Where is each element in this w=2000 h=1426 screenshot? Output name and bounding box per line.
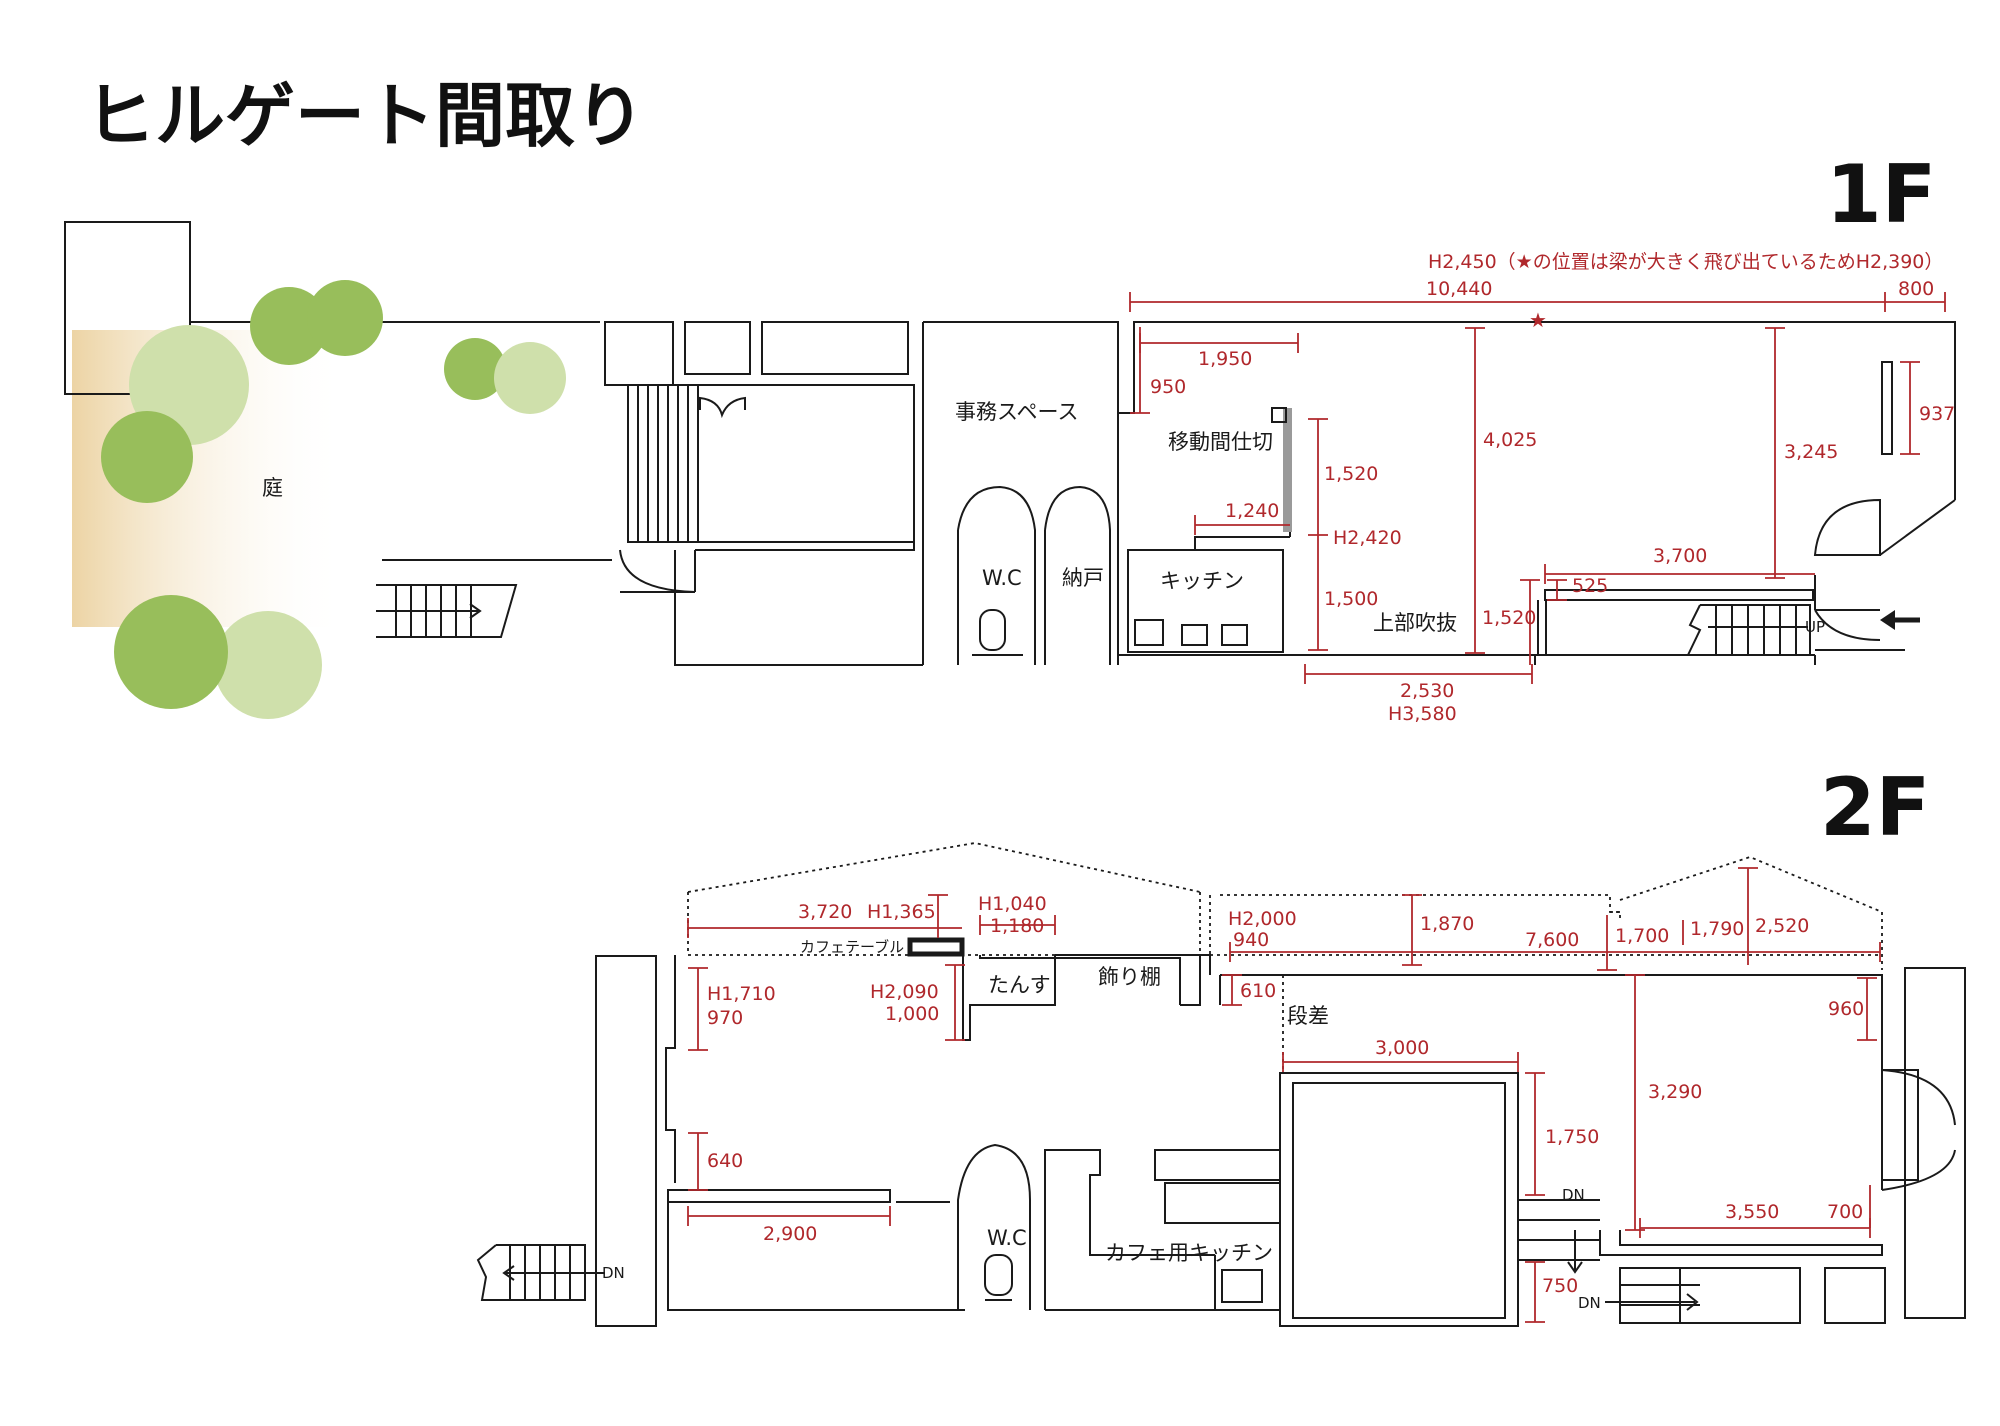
kitchen-label-1f: キッチン (1160, 569, 1244, 593)
dim-h1710: H1,710 (707, 983, 776, 1005)
dim-610: 610 (1240, 980, 1276, 1002)
up-label: UP (1805, 618, 1825, 636)
dim-1700: 1,700 (1615, 925, 1669, 947)
dim-h3580: H3,580 (1388, 703, 1457, 725)
dim-3720: 3,720 (798, 901, 852, 923)
dn-label-left: DN (602, 1264, 625, 1282)
dim-1520a: 1,520 (1324, 463, 1378, 485)
dim-1870: 1,870 (1420, 913, 1474, 935)
office-label: 事務スペース (955, 400, 1078, 424)
dim-1500: 1,500 (1324, 588, 1378, 610)
tree (250, 287, 328, 365)
tree (214, 611, 322, 719)
dim-525: 525 (1572, 575, 1608, 597)
shelf-label: 飾り棚 (1098, 965, 1161, 989)
cafe-kitchen-label: カフェ用キッチン (1105, 1241, 1273, 1265)
tree (114, 595, 228, 709)
second-floor-walls (476, 842, 1966, 1327)
dn-label-mid: DN (1562, 1186, 1585, 1204)
tree (101, 411, 193, 503)
dim-1750: 1,750 (1545, 1126, 1599, 1148)
dim-1180: 1,180 (990, 915, 1044, 937)
first-floor-dimensions: H2,450（★の位置は梁が大きく飛び出ているためH2,390） ★ 10,44… (1129, 251, 1955, 725)
first-floor-walls (604, 321, 1956, 666)
wc-label-1f: W.C (982, 566, 1022, 590)
dim-1790: 1,790 (1690, 918, 1744, 940)
dim-940: 940 (1233, 929, 1269, 951)
tree (307, 280, 383, 356)
dim-2530: 2,530 (1400, 680, 1454, 702)
chest-label: たんす (988, 973, 1051, 997)
dim-1520b: 1,520 (1482, 607, 1536, 629)
dim-1950: 1,950 (1198, 348, 1252, 370)
dim-3700: 3,700 (1653, 545, 1707, 567)
dim-h2090: H2,090 (870, 981, 939, 1003)
dim-750: 750 (1542, 1275, 1578, 1297)
dim-1000: 1,000 (885, 1003, 939, 1025)
dim-700: 700 (1827, 1201, 1863, 1223)
height-note: H2,450（★の位置は梁が大きく飛び出ているためH2,390） (1428, 251, 1943, 273)
dim-3245: 3,245 (1784, 441, 1838, 463)
floor-label-1f: 1F (1826, 148, 1936, 241)
garden-area: 庭 (64, 221, 612, 719)
dim-h2000: H2,000 (1228, 908, 1297, 930)
dim-4025: 4,025 (1483, 429, 1537, 451)
dim-937: 937 (1919, 403, 1955, 425)
cafe-table-label: カフェテーブル (800, 938, 904, 956)
garden-label: 庭 (262, 476, 283, 500)
dim-2520: 2,520 (1755, 915, 1809, 937)
dim-640: 640 (707, 1150, 743, 1172)
stairs-1f (1687, 604, 1811, 656)
second-floor-dimensions: 3,720 H1,365 H1,040 1,180 H2,000 940 1,8… (687, 867, 1881, 1323)
dim-800: 800 (1898, 278, 1934, 300)
dim-3290: 3,290 (1648, 1081, 1702, 1103)
dim-960: 960 (1828, 998, 1864, 1020)
floor-label-2f: 2F (1820, 761, 1930, 854)
entry-stairs (376, 584, 518, 638)
star-mark: ★ (1529, 308, 1547, 332)
storage-label: 納戸 (1062, 566, 1104, 590)
dim-7600: 7,600 (1525, 929, 1579, 951)
tree (444, 338, 506, 400)
partition-label: 移動間仕切 (1168, 430, 1273, 454)
wc-label-2f: W.C (987, 1226, 1027, 1250)
stairs-2f-left (476, 1244, 605, 1301)
dim-h2420: H2,420 (1333, 527, 1402, 549)
dim-h1365: H1,365 (867, 901, 936, 923)
dim-h1040: H1,040 (978, 893, 1047, 915)
dim-970: 970 (707, 1007, 743, 1029)
plan-title: ヒルゲート間取り (85, 75, 645, 157)
dim-3550: 3,550 (1725, 1201, 1779, 1223)
void-label: 上部吹抜 (1373, 611, 1457, 635)
dim-950: 950 (1150, 376, 1186, 398)
tree (494, 342, 566, 414)
dim-2900: 2,900 (763, 1223, 817, 1245)
dn-label-right: DN (1578, 1294, 1601, 1312)
dim-10440: 10,440 (1426, 278, 1492, 300)
dim-1240: 1,240 (1225, 500, 1279, 522)
dim-3000: 3,000 (1375, 1037, 1429, 1059)
step-label: 段差 (1287, 1004, 1329, 1028)
